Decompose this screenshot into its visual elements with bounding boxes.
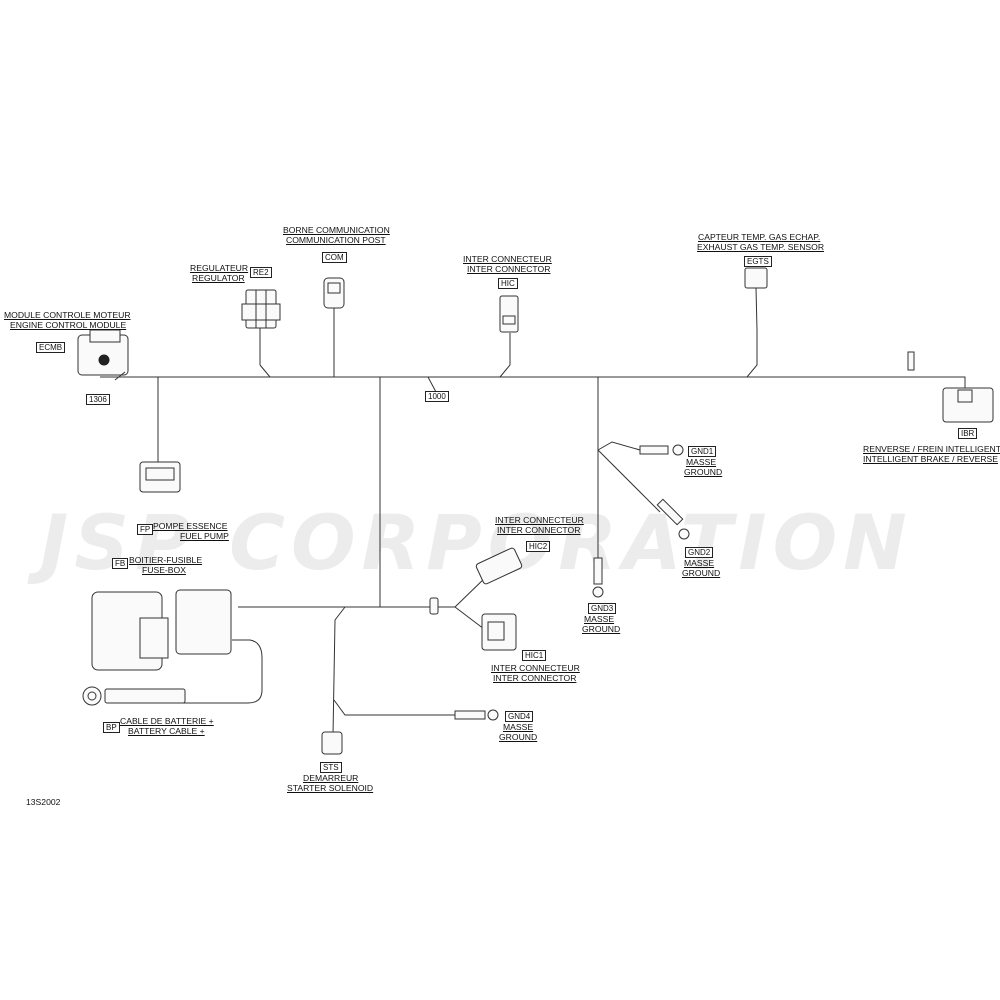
fp-tag: FP bbox=[137, 524, 154, 535]
wire-label-1000 bbox=[427, 376, 437, 393]
hic1-tag: HIC1 bbox=[522, 650, 547, 661]
wire-re2-bend bbox=[259, 364, 271, 378]
egts-sensor bbox=[744, 267, 768, 331]
sts-label-en: STARTER SOLENOID bbox=[287, 783, 374, 793]
fp-label-fr: POMPE ESSENCE bbox=[153, 521, 228, 531]
re2-label-en: REGULATOR bbox=[192, 273, 245, 283]
communication-post-connector bbox=[323, 277, 345, 309]
egts-label-fr: CAPTEUR TEMP. GAS ECHAP. bbox=[698, 232, 821, 242]
re2-tag: RE2 bbox=[250, 267, 272, 278]
gnd2-tag: GND2 bbox=[685, 547, 714, 558]
inline-connector bbox=[429, 597, 439, 615]
starter-solenoid-terminal bbox=[321, 731, 343, 755]
hic-label-en: INTER CONNECTOR bbox=[467, 264, 551, 274]
hic1-label-en: INTER CONNECTOR bbox=[493, 673, 577, 683]
gnd2-label-en: GROUND bbox=[682, 568, 721, 578]
bp-label-en: BATTERY CABLE + bbox=[128, 726, 205, 736]
gnd1-tag: GND1 bbox=[688, 446, 717, 457]
sts-label-fr: DEMARREUR bbox=[303, 773, 359, 783]
gnd4-label-en: GROUND bbox=[499, 732, 538, 742]
ibr-connector bbox=[907, 351, 994, 423]
clamp-1306-tag: 1306 bbox=[86, 394, 110, 405]
hic1-label-fr: INTER CONNECTEUR bbox=[491, 663, 580, 673]
gnd3-label-en: GROUND bbox=[582, 624, 621, 634]
drawing-number: 13S2002 bbox=[26, 797, 61, 807]
com-tag: COM bbox=[322, 252, 347, 263]
gnd3-tag: GND3 bbox=[588, 603, 617, 614]
wire-gnd2 bbox=[597, 449, 661, 513]
gnd4-label-fr: MASSE bbox=[503, 722, 534, 732]
fuel-pump-connector bbox=[139, 461, 181, 493]
wire-battery bbox=[150, 639, 263, 704]
hic2-connector bbox=[475, 547, 523, 585]
bp-label-fr: CABLE DE BATTERIE + bbox=[120, 716, 214, 726]
battery-cable-end bbox=[82, 686, 186, 706]
ibr-label-en: INTELLIGENT BRAKE / REVERSE bbox=[863, 454, 998, 464]
hic2-label-en: INTER CONNECTOR bbox=[497, 525, 581, 535]
sts-tag: STS bbox=[320, 762, 342, 773]
hic-tag: HIC bbox=[498, 278, 518, 289]
hic1-connector bbox=[481, 613, 517, 651]
gnd4-terminal bbox=[454, 709, 499, 721]
gnd2-label-fr: MASSE bbox=[684, 558, 715, 568]
fuse-box bbox=[91, 589, 232, 671]
ecmb-tag: ECMB bbox=[36, 342, 66, 353]
gnd1-label-en: GROUND bbox=[684, 467, 723, 477]
hic-connector bbox=[499, 295, 519, 333]
bp-tag: BP bbox=[103, 722, 120, 733]
wire-sts bbox=[332, 606, 346, 736]
harness-1000-tag: 1000 bbox=[425, 391, 449, 402]
wire-egts bbox=[746, 330, 758, 378]
watermark: JSP CORPORATION bbox=[40, 498, 913, 587]
gnd3-label-fr: MASSE bbox=[584, 614, 615, 624]
gnd1-terminal bbox=[639, 444, 684, 456]
com-label-en: COMMUNICATION POST bbox=[286, 235, 386, 245]
wire-ibr bbox=[940, 376, 966, 388]
ecm-connector bbox=[77, 329, 129, 381]
egts-tag: EGTS bbox=[744, 256, 772, 267]
wire-hic bbox=[499, 333, 511, 378]
fb-label-fr: BOITIER-FUSIBLE bbox=[129, 555, 203, 565]
wire-gnd1 bbox=[597, 441, 641, 451]
hic-label-fr: INTER CONNECTEUR bbox=[463, 254, 552, 264]
fb-label-en: FUSE-BOX bbox=[142, 565, 186, 575]
fp-label-en: FUEL PUMP bbox=[180, 531, 229, 541]
com-label-fr: BORNE COMMUNICATION bbox=[283, 225, 390, 235]
regulator-connector bbox=[241, 289, 281, 329]
gnd3-terminal bbox=[592, 557, 604, 598]
gnd1-label-fr: MASSE bbox=[686, 457, 717, 467]
ecmb-label-fr: MODULE CONTROLE MOTEUR bbox=[4, 310, 131, 320]
ecmb-label-en: ENGINE CONTROL MODULE bbox=[10, 320, 127, 330]
gnd2-terminal bbox=[656, 498, 690, 540]
ibr-tag: IBR bbox=[958, 428, 978, 439]
wire-gnd4 bbox=[333, 699, 455, 716]
hic2-label-fr: INTER CONNECTEUR bbox=[495, 515, 584, 525]
ibr-label-fr: RENVERSE / FREIN INTELLIGENT bbox=[863, 444, 1000, 454]
re2-label-fr: REGULATEUR bbox=[190, 263, 249, 273]
gnd4-tag: GND4 bbox=[505, 711, 534, 722]
fb-tag: FB bbox=[112, 558, 129, 569]
egts-label-en: EXHAUST GAS TEMP. SENSOR bbox=[697, 242, 825, 252]
hic2-tag: HIC2 bbox=[526, 541, 551, 552]
